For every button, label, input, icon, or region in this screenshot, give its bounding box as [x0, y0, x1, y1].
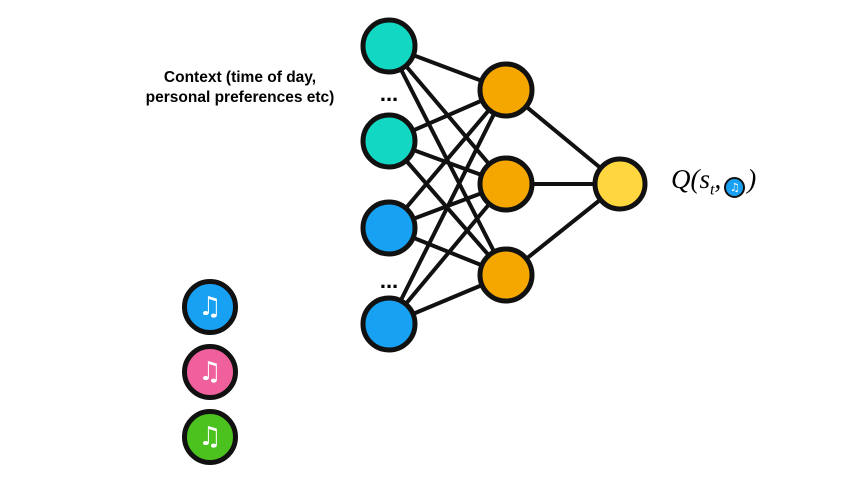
- context-label: Context (time of day, personal preferenc…: [112, 68, 368, 108]
- music-note-icon: ♫: [198, 292, 222, 322]
- formula-prefix: Q(s: [671, 164, 710, 194]
- music-note-icon: ♫: [198, 422, 222, 452]
- context-label-line2: personal preferences etc): [145, 89, 335, 106]
- song-blue-icon: ♫: [182, 279, 238, 335]
- song-icon-inline: ♫: [724, 177, 746, 198]
- hidden-node: [477, 61, 535, 119]
- formula-comma: ,: [714, 164, 722, 194]
- q-value-formula: Q(st,♫): [671, 164, 756, 199]
- ellipsis-label: ...: [380, 268, 398, 293]
- ellipsis-label: ...: [380, 81, 398, 106]
- song-green-icon: ♫: [182, 409, 238, 465]
- input-node: [360, 199, 418, 257]
- input-node: [360, 112, 418, 170]
- song-pink-icon: ♫: [182, 344, 238, 400]
- hidden-node: [477, 246, 535, 304]
- output-node: [592, 156, 648, 212]
- song-icon-list: ♫ ♫ ♫: [182, 279, 238, 465]
- network-edge: [387, 182, 508, 326]
- context-label-line1: Context (time of day,: [163, 69, 317, 86]
- music-note-icon: ♫: [198, 357, 222, 387]
- network-edge: [387, 88, 508, 230]
- network-edge: [387, 89, 508, 325]
- input-node: [360, 17, 418, 75]
- hidden-node: [477, 155, 535, 213]
- formula-close-paren: ): [747, 164, 757, 194]
- network-nodes: [360, 17, 648, 353]
- input-node: [360, 295, 418, 353]
- formula-subscript: t: [710, 180, 715, 199]
